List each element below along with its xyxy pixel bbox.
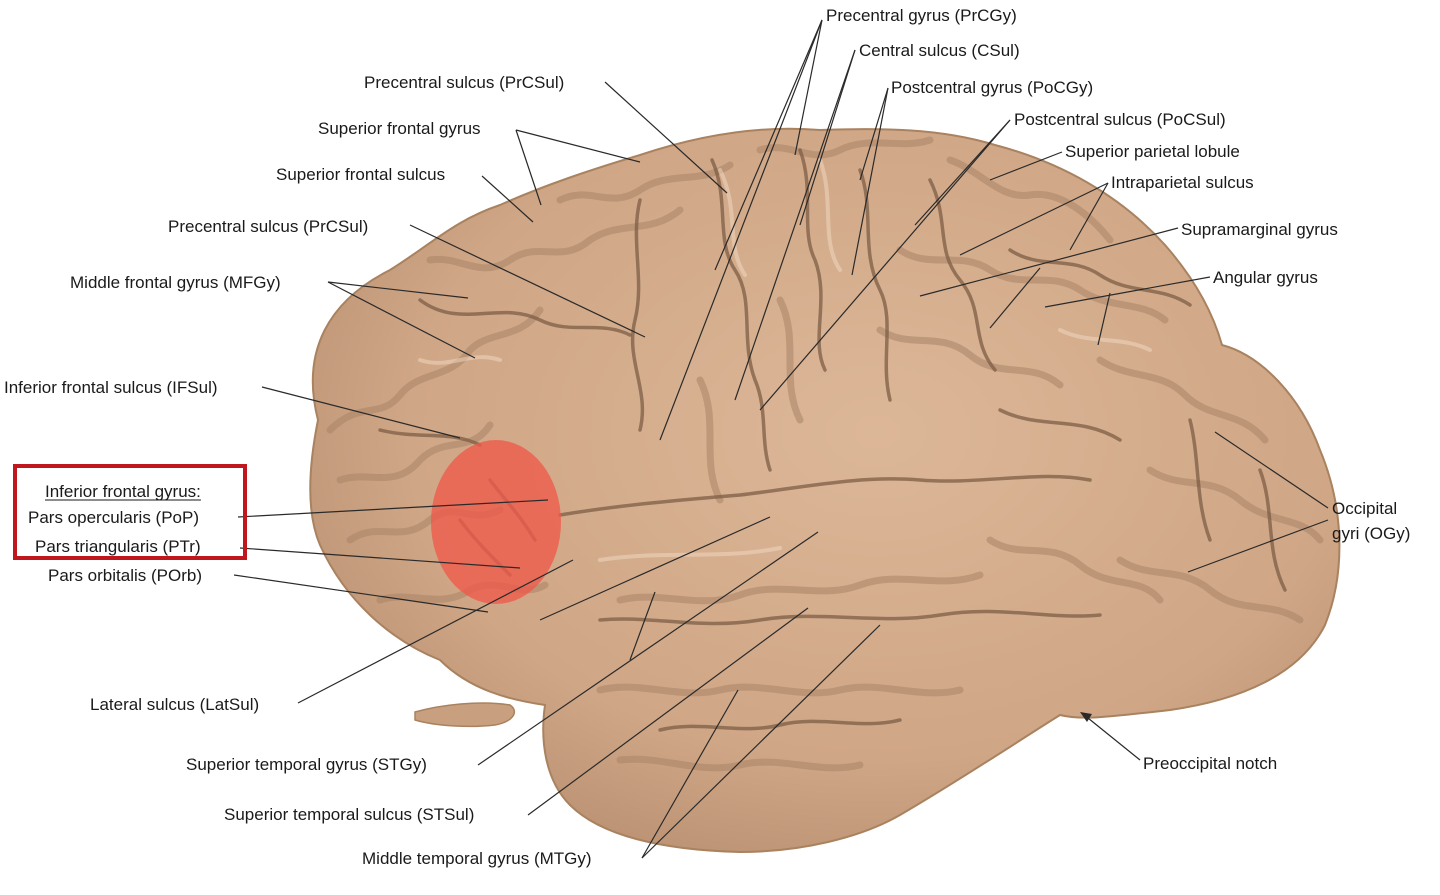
label-precentral-sulcus-top: Precentral sulcus (PrCSul) bbox=[364, 73, 564, 92]
label-precentral-gyrus: Precentral gyrus (PrCGy) bbox=[826, 6, 1017, 25]
label-superior-parietal-lobule: Superior parietal lobule bbox=[1065, 142, 1240, 161]
label-occipital-gyri-line2: gyri (OGy) bbox=[1332, 524, 1410, 543]
label-postcentral-gyrus: Postcentral gyrus (PoCGy) bbox=[891, 78, 1093, 97]
inferior-frontal-gyrus-box bbox=[13, 464, 247, 560]
label-occipital-gyri-line1: Occipital bbox=[1332, 499, 1397, 518]
label-superior-frontal-gyrus: Superior frontal gyrus bbox=[318, 119, 481, 138]
label-middle-temporal-gyrus: Middle temporal gyrus (MTGy) bbox=[362, 849, 592, 868]
label-superior-temporal-sulcus: Superior temporal sulcus (STSul) bbox=[224, 805, 474, 824]
inferior-frontal-gyrus-highlight bbox=[431, 440, 561, 604]
label-postcentral-sulcus: Postcentral sulcus (PoCSul) bbox=[1014, 110, 1226, 129]
label-middle-frontal-gyrus: Middle frontal gyrus (MFGy) bbox=[70, 273, 281, 292]
label-pars-opercularis: Pars opercularis (PoP) bbox=[28, 508, 199, 527]
label-supramarginal-gyrus: Supramarginal gyrus bbox=[1181, 220, 1338, 239]
label-intraparietal-sulcus: Intraparietal sulcus bbox=[1111, 173, 1254, 192]
label-superior-frontal-sulcus: Superior frontal sulcus bbox=[276, 165, 445, 184]
brain-image bbox=[309, 127, 1341, 854]
label-inferior-frontal-sulcus: Inferior frontal sulcus (IFSul) bbox=[4, 378, 218, 397]
labels: Precentral gyrus (PrCGy) Central sulcus … bbox=[4, 6, 1410, 868]
leader-lines bbox=[233, 19, 1329, 859]
label-preoccipital-notch: Preoccipital notch bbox=[1143, 754, 1277, 773]
label-precentral-sulcus-mid: Precentral sulcus (PrCSul) bbox=[168, 217, 368, 236]
label-inferior-frontal-gyrus: Inferior frontal gyrus: bbox=[45, 482, 201, 501]
label-pars-orbitalis: Pars orbitalis (POrb) bbox=[48, 566, 202, 585]
label-angular-gyrus: Angular gyrus bbox=[1213, 268, 1318, 287]
label-lateral-sulcus: Lateral sulcus (LatSul) bbox=[90, 695, 259, 714]
label-pars-triangularis: Pars triangularis (PTr) bbox=[35, 537, 201, 556]
label-superior-temporal-gyrus: Superior temporal gyrus (STGy) bbox=[186, 755, 427, 774]
label-central-sulcus: Central sulcus (CSul) bbox=[859, 41, 1020, 60]
